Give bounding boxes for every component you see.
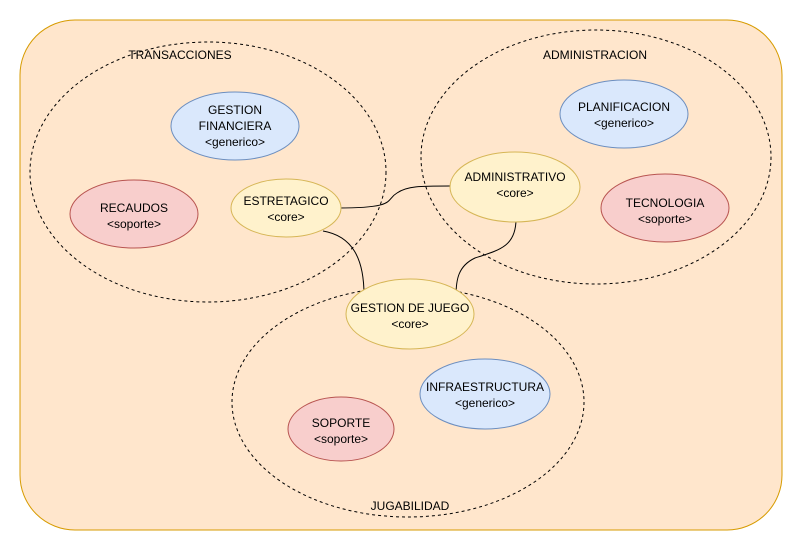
node-tecnologia-name: TECNOLOGIA [626, 196, 705, 210]
node-gestion-de-juego-name: GESTION DE JUEGO [351, 301, 470, 315]
node-soporte[interactable]: SOPORTE <soporte> [287, 396, 395, 462]
node-tecnologia[interactable]: TECNOLOGIA <soporte> [600, 173, 730, 243]
connector-administrativo-gestion-juego [455, 218, 517, 297]
domain-label-administracion: ADMINISTRACION [543, 48, 647, 62]
node-infraestructura-name: INFRAESTRUCTURA [426, 380, 544, 394]
node-gestion-financiera-line1: GESTION [208, 103, 262, 117]
node-infraestructura-type: <generico> [455, 396, 515, 410]
node-gestion-de-juego[interactable]: GESTION DE JUEGO <core> [345, 278, 475, 350]
node-estrategico[interactable]: ESTRETAGICO <core> [230, 178, 342, 238]
node-administrativo-name: ADMINISTRATIVO [464, 170, 565, 184]
domain-administracion [420, 29, 772, 285]
node-tecnologia-type: <soporte> [638, 212, 692, 226]
node-administrativo[interactable]: ADMINISTRATIVO <core> [449, 151, 581, 223]
node-recaudos[interactable]: RECAUDOS <soporte> [69, 179, 199, 249]
connector-estrategico-administrativo [337, 185, 451, 209]
node-planificacion-type: <generico> [594, 116, 654, 130]
node-planificacion-name: PLANIFICACION [578, 100, 670, 114]
node-soporte-type: <soporte> [314, 432, 368, 446]
domain-label-transacciones: TRANSACCIONES [128, 48, 231, 62]
domain-label-jugabilidad: JUGABILIDAD [371, 499, 450, 513]
node-gestion-financiera[interactable]: GESTION FINANCIERA <generico> [170, 91, 300, 161]
node-planificacion[interactable]: PLANIFICACION <generico> [559, 79, 689, 149]
node-soporte-name: SOPORTE [312, 416, 370, 430]
node-estrategico-type: <core> [267, 210, 304, 224]
node-administrativo-type: <core> [496, 186, 533, 200]
node-gestion-financiera-line2: FINANCIERA [199, 119, 272, 133]
domain-transacciones [29, 41, 387, 303]
node-estrategico-name: ESTRETAGICO [243, 194, 328, 208]
connector-estrategico-gestion-juego [322, 230, 365, 296]
node-recaudos-type: <soporte> [107, 217, 161, 231]
node-infraestructura[interactable]: INFRAESTRUCTURA <generico> [419, 358, 551, 430]
node-gestion-financiera-type: <generico> [205, 135, 265, 149]
node-recaudos-name: RECAUDOS [100, 201, 168, 215]
node-gestion-de-juego-type: <core> [391, 317, 428, 331]
